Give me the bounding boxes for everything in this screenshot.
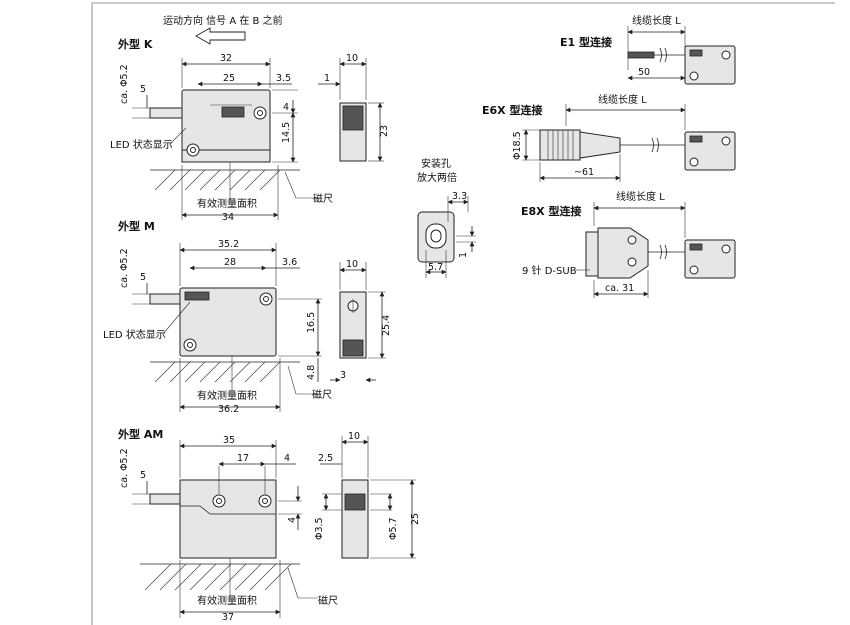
dim-am-37: 37 — [222, 612, 234, 623]
mount-hole-title-1: 安装孔 — [421, 157, 451, 170]
e8x-title: E8X 型连接 — [521, 204, 581, 218]
dim-am-2.5: 2.5 — [318, 453, 333, 464]
sensor-m-body — [179, 287, 277, 357]
view-m: 外型 M 35.2 28 3.6 ca. Φ5.2 5 16.5 4.8 LED… — [103, 219, 392, 415]
dim-m-3.6: 3.6 — [282, 257, 297, 268]
dim-k-32: 32 — [220, 53, 232, 64]
area-label-m: 有效测量面积 — [197, 389, 257, 402]
view-am-title: 外型 AM — [117, 427, 163, 441]
e8x-dsub — [597, 227, 649, 279]
direction-arrow-icon — [195, 27, 246, 45]
dim-am-25: 25 — [410, 513, 421, 525]
dim-am-5: 5 — [140, 470, 146, 481]
e1-cable-label: 线缆长度 L — [632, 14, 681, 27]
view-am: 外型 AM 35 17 4 ca. Φ5.2 5 4 — [117, 427, 421, 623]
dim-m-36.2: 36.2 — [218, 404, 239, 415]
dim-k-5: 5 — [140, 84, 146, 95]
dim-k-3.5: 3.5 — [276, 73, 291, 84]
connector-e6x: E6X 型连接 线缆长度 L Φ18.5 ~61 — [482, 93, 736, 182]
area-label-am: 有效测量面积 — [197, 594, 257, 607]
scale-label-am: 磁尺 — [318, 594, 338, 607]
dim-k-dia: ca. Φ5.2 — [119, 64, 130, 104]
e1-title: E1 型连接 — [560, 35, 612, 49]
e1-dim-50: 50 — [638, 67, 650, 78]
mount-dim-3.3: 3.3 — [452, 191, 467, 202]
view-k-title: 外型 K — [117, 37, 153, 51]
led-label-k: LED 状态显示 — [110, 138, 173, 151]
dim-m-16.5: 16.5 — [306, 312, 317, 333]
dim-am-4b: 4 — [287, 517, 298, 523]
dim-k-23: 23 — [379, 125, 390, 137]
mount-dim-5.7: 5.7 — [428, 262, 443, 273]
dim-m-4.8: 4.8 — [306, 365, 317, 380]
scale-label-m: 磁尺 — [312, 388, 332, 401]
e6x-plug — [539, 129, 581, 161]
dim-m-10: 10 — [346, 259, 358, 270]
area-label-k: 有效测量面积 — [197, 197, 257, 210]
dim-am-dia3.5: Φ3.5 — [314, 517, 325, 540]
scale-label-k: 磁尺 — [313, 192, 333, 205]
sensor-am-side — [341, 479, 369, 559]
dim-am-10: 10 — [348, 431, 360, 442]
view-m-title: 外型 M — [117, 219, 155, 233]
dim-k-34: 34 — [222, 212, 234, 223]
dim-m-dia: ca. Φ5.2 — [119, 248, 130, 288]
dim-m-28: 28 — [224, 257, 236, 268]
e6x-title: E6X 型连接 — [482, 103, 542, 117]
dim-m-5: 5 — [140, 272, 146, 283]
dim-m-25.4: 25.4 — [381, 315, 392, 336]
dim-m-3: 3 — [340, 370, 346, 381]
e6x-dim-61: ~61 — [574, 167, 594, 178]
dim-am-17: 17 — [237, 453, 249, 464]
dim-am-35: 35 — [223, 435, 235, 446]
led-label-m: LED 状态显示 — [103, 328, 166, 341]
connector-e1: E1 型连接 线缆长度 L 50 — [560, 14, 736, 85]
dim-k-25: 25 — [223, 73, 235, 84]
view-k: 外型 K 32 25 3.5 ca. Φ5.2 5 4 14.5 — [110, 37, 390, 223]
sensor-am-body — [179, 479, 277, 559]
dim-k-14.5: 14.5 — [281, 122, 292, 143]
dim-k-4: 4 — [283, 102, 289, 113]
dim-k-10: 10 — [346, 53, 358, 64]
e8x-cable-label: 线缆长度 L — [616, 190, 665, 203]
e8x-dsub-label: 9 针 D-SUB — [522, 264, 577, 277]
e6x-dim-dia: Φ18.5 — [512, 131, 523, 160]
mount-dim-1: 1 — [458, 252, 469, 258]
dim-k-1: 1 — [324, 73, 330, 84]
dim-am-4: 4 — [284, 453, 290, 464]
dim-am-dia5.7: Φ5.7 — [388, 517, 399, 540]
mount-hole-title-2: 放大两倍 — [417, 171, 457, 184]
dim-am-dia: ca. Φ5.2 — [119, 448, 130, 488]
mount-hole-detail: 安装孔 放大两倍 3.3 5.7 1 — [417, 157, 476, 278]
connector-e8x: E8X 型连接 线缆长度 L 9 针 D-SUB ca. 31 — [521, 190, 736, 298]
e6x-cable-label: 线缆长度 L — [598, 93, 647, 106]
direction-note: 运动方向 信号 A 在 B 之前 — [163, 14, 283, 27]
e8x-dim-31: ca. 31 — [605, 283, 634, 294]
dim-m-35.2: 35.2 — [218, 239, 239, 250]
